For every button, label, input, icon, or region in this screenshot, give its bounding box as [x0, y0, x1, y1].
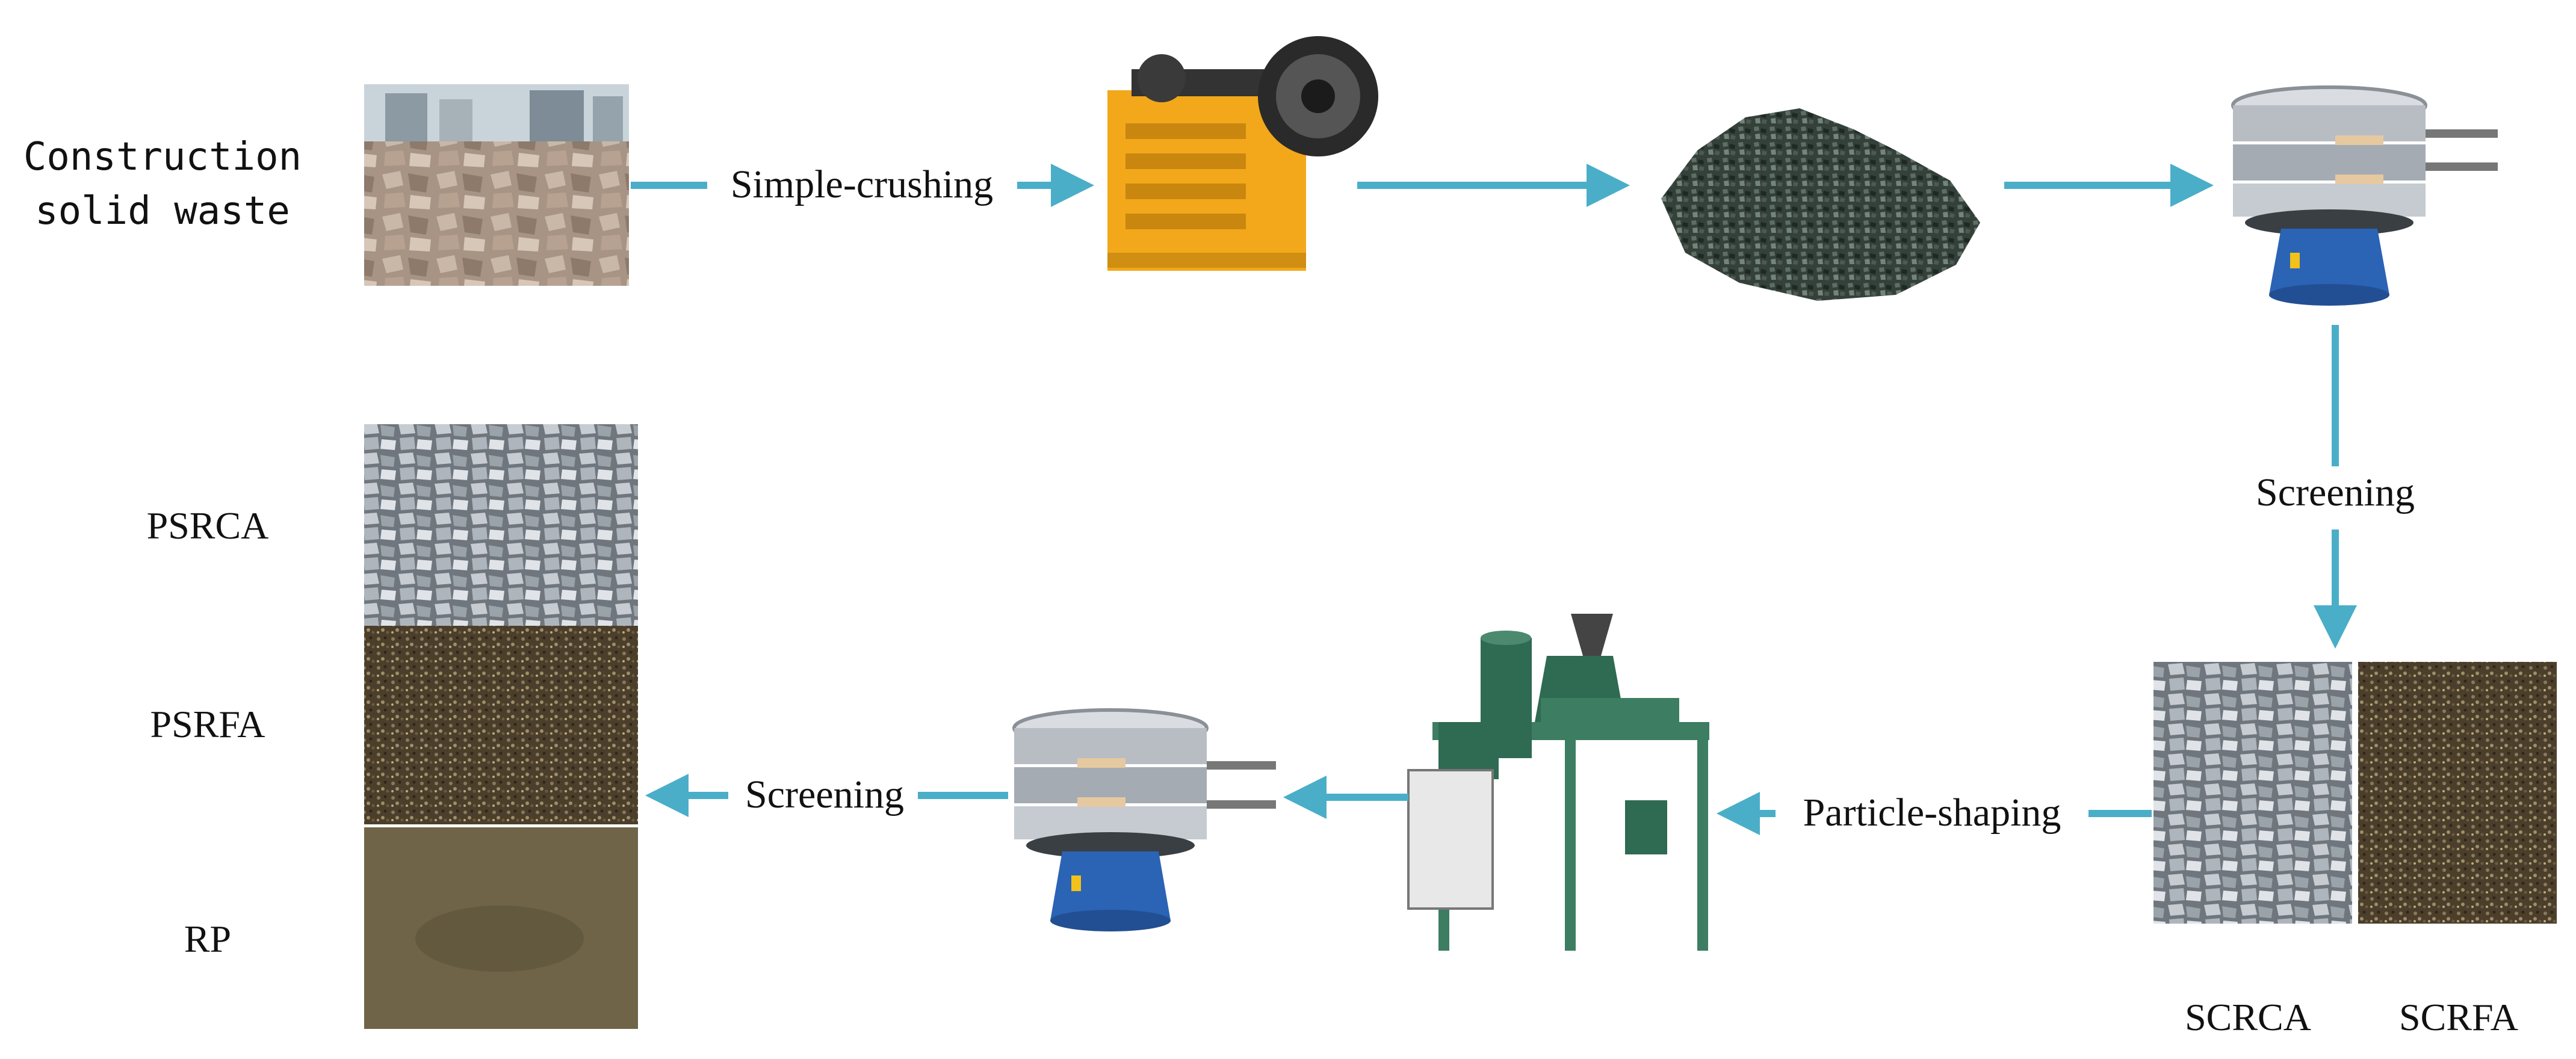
scrca-label: SCRCA [2185, 996, 2311, 1039]
psrca-label: PSRCA [147, 504, 269, 547]
jaw-crusher-icon [1107, 36, 1378, 271]
screening-bottom-label: Screening [745, 773, 904, 817]
crushed-aggregate-pile [1661, 108, 1980, 301]
rp-label: RP [184, 918, 231, 960]
screening-top-label: Screening [2256, 471, 2415, 514]
vibrating-screen-icon [2231, 85, 2498, 306]
particle-shaping-machine-icon [1407, 614, 1709, 951]
simple-crushing-label: Simple-crushing [731, 162, 993, 206]
psrfa-label: PSRFA [150, 703, 265, 746]
construction-label-line1: Construction [23, 135, 302, 179]
vibrating-screen-icon-2 [1012, 708, 1276, 931]
scrca-sample [2153, 662, 2352, 924]
construction-label-line2: solid waste [35, 189, 290, 233]
rp-sample-texture [415, 906, 584, 972]
scrfa-sample [2358, 662, 2557, 924]
psrfa-sample [364, 626, 638, 824]
scrfa-label: SCRFA [2399, 996, 2518, 1039]
particle-shaping-label: Particle-shaping [1803, 791, 2061, 835]
psrca-sample [364, 424, 638, 626]
rubble-photo [364, 84, 629, 286]
